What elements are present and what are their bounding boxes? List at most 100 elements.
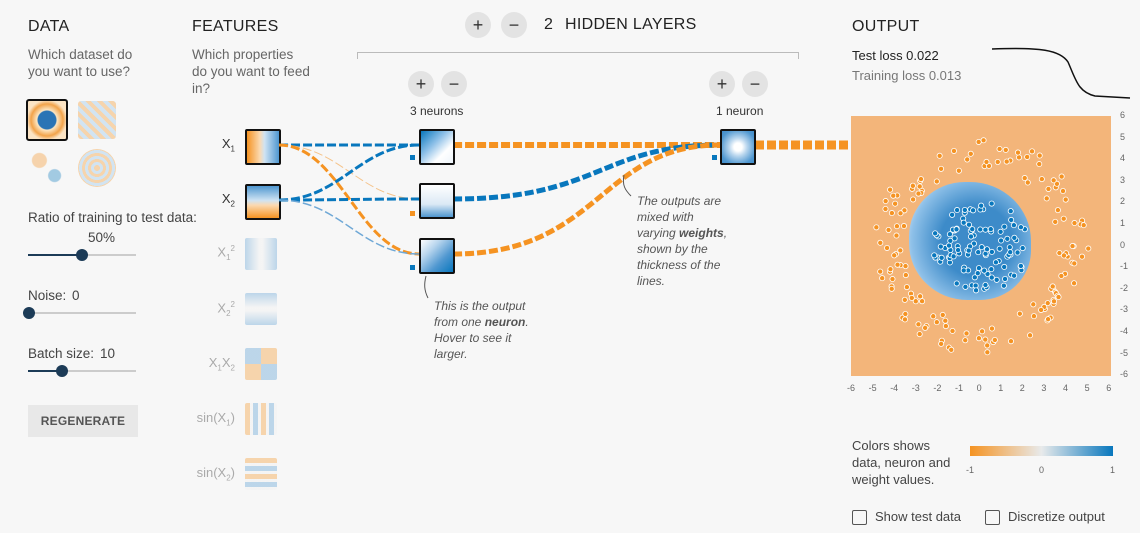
data-point [894, 261, 901, 268]
data-point [897, 210, 904, 217]
x-tick: -4 [890, 383, 899, 393]
data-point [988, 274, 995, 281]
data-point [1085, 245, 1092, 252]
feature-sin-x2-box[interactable] [245, 458, 277, 490]
data-point [1007, 338, 1014, 345]
dataset-gauss-thumb[interactable] [28, 149, 66, 187]
dataset-spiral-thumb[interactable] [78, 149, 116, 187]
feature-x1x2-box[interactable] [245, 348, 277, 380]
neuron-1-2[interactable] [419, 183, 455, 219]
data-point [946, 242, 953, 249]
data-point [932, 230, 939, 237]
data-point [1016, 310, 1023, 317]
legend-tick-max: 1 [1110, 465, 1116, 475]
batch-slider-knob[interactable] [56, 365, 68, 377]
neuron-1-1[interactable] [419, 129, 455, 165]
hidden-layers-label: HIDDEN LAYERS [565, 16, 697, 33]
data-point [887, 186, 894, 193]
neuron-note: This is the output from one neuron. Hove… [434, 299, 529, 361]
data-point [889, 276, 896, 283]
feature-x1-squared-box[interactable] [245, 238, 277, 270]
data-point [1014, 249, 1021, 256]
remove-layer-button[interactable]: − [501, 12, 527, 38]
noise-slider[interactable] [23, 307, 136, 319]
data-point [915, 321, 922, 328]
x-tick: -5 [868, 383, 877, 393]
neuron-2-1[interactable] [720, 129, 756, 165]
hidden-layers-bracket [357, 52, 799, 59]
ratio-slider[interactable] [28, 249, 136, 261]
link-n2-out[interactable] [452, 142, 721, 202]
data-point [969, 226, 976, 233]
data-point [1045, 185, 1052, 192]
data-point [955, 167, 962, 174]
feature-x2-squared-box[interactable] [245, 293, 277, 325]
data-point [979, 328, 986, 335]
regenerate-button[interactable]: REGENERATE [28, 405, 138, 437]
batch-value: 10 [100, 346, 116, 361]
data-point [1071, 280, 1078, 287]
data-point [996, 245, 1003, 252]
data-point [974, 270, 981, 277]
data-point [1007, 208, 1014, 215]
data-point [1004, 235, 1011, 242]
data-point [910, 196, 917, 203]
dataset-circle-thumb[interactable] [26, 99, 68, 141]
data-point [908, 294, 915, 301]
data-point [916, 331, 923, 338]
data-point [887, 266, 894, 273]
data-point [1079, 253, 1086, 260]
layer2-neurons-label: 1 neuron [716, 104, 764, 118]
data-point [961, 206, 968, 213]
data-point [1017, 224, 1024, 231]
data-point [984, 246, 991, 253]
feature-x2-box[interactable] [245, 184, 281, 220]
feature-x1-box[interactable] [245, 129, 281, 165]
layer2-remove-neuron-button[interactable]: − [742, 71, 768, 97]
data-point [1029, 148, 1036, 155]
discretize-checkbox[interactable] [985, 510, 1000, 525]
data-point [936, 152, 943, 159]
dataset-xor-thumb[interactable] [78, 101, 116, 139]
add-layer-button[interactable]: + [465, 12, 491, 38]
training-loss: Training loss 0.013 [852, 68, 962, 83]
plus-icon: + [415, 73, 427, 94]
data-point [888, 210, 895, 217]
data-point [902, 272, 909, 279]
layer1-remove-neuron-button[interactable]: − [441, 71, 467, 97]
feature-label-x1: X1 [221, 136, 235, 154]
data-point [998, 237, 1005, 244]
data-point [953, 226, 960, 233]
data-point [873, 224, 880, 231]
data-point [879, 275, 886, 282]
ratio-value: 50% [88, 230, 116, 245]
data-point [967, 233, 974, 240]
data-point [1036, 152, 1043, 159]
data-point [1030, 313, 1037, 320]
data-point [954, 207, 961, 214]
layer2-add-neuron-button[interactable]: + [709, 71, 735, 97]
batch-label: Batch size: [28, 346, 95, 361]
test-loss: Test loss 0.022 [852, 48, 939, 63]
ratio-slider-fill [28, 254, 82, 256]
noise-slider-knob[interactable] [23, 307, 35, 319]
output-heatmap[interactable] [851, 116, 1111, 376]
data-point [1000, 282, 1007, 289]
link-x2-n2[interactable] [278, 197, 420, 202]
ratio-slider-knob[interactable] [76, 249, 88, 261]
link-x2-n1[interactable] [278, 143, 420, 202]
data-point [970, 240, 977, 247]
link-x1-n3[interactable] [278, 143, 420, 256]
link-n3-out[interactable] [452, 142, 721, 257]
feature-sin-x1-box[interactable] [245, 403, 277, 435]
batch-slider[interactable] [28, 365, 136, 377]
data-point [1071, 220, 1078, 227]
neuron-1-3[interactable] [419, 238, 455, 274]
layer1-add-neuron-button[interactable]: + [408, 71, 434, 97]
link-x2-n3[interactable] [278, 199, 420, 255]
data-point [948, 346, 955, 353]
noise-value: 0 [72, 288, 80, 303]
batch-slider-fill [28, 370, 62, 372]
show-test-checkbox[interactable] [852, 510, 867, 525]
x-tick: 5 [1084, 383, 1090, 393]
